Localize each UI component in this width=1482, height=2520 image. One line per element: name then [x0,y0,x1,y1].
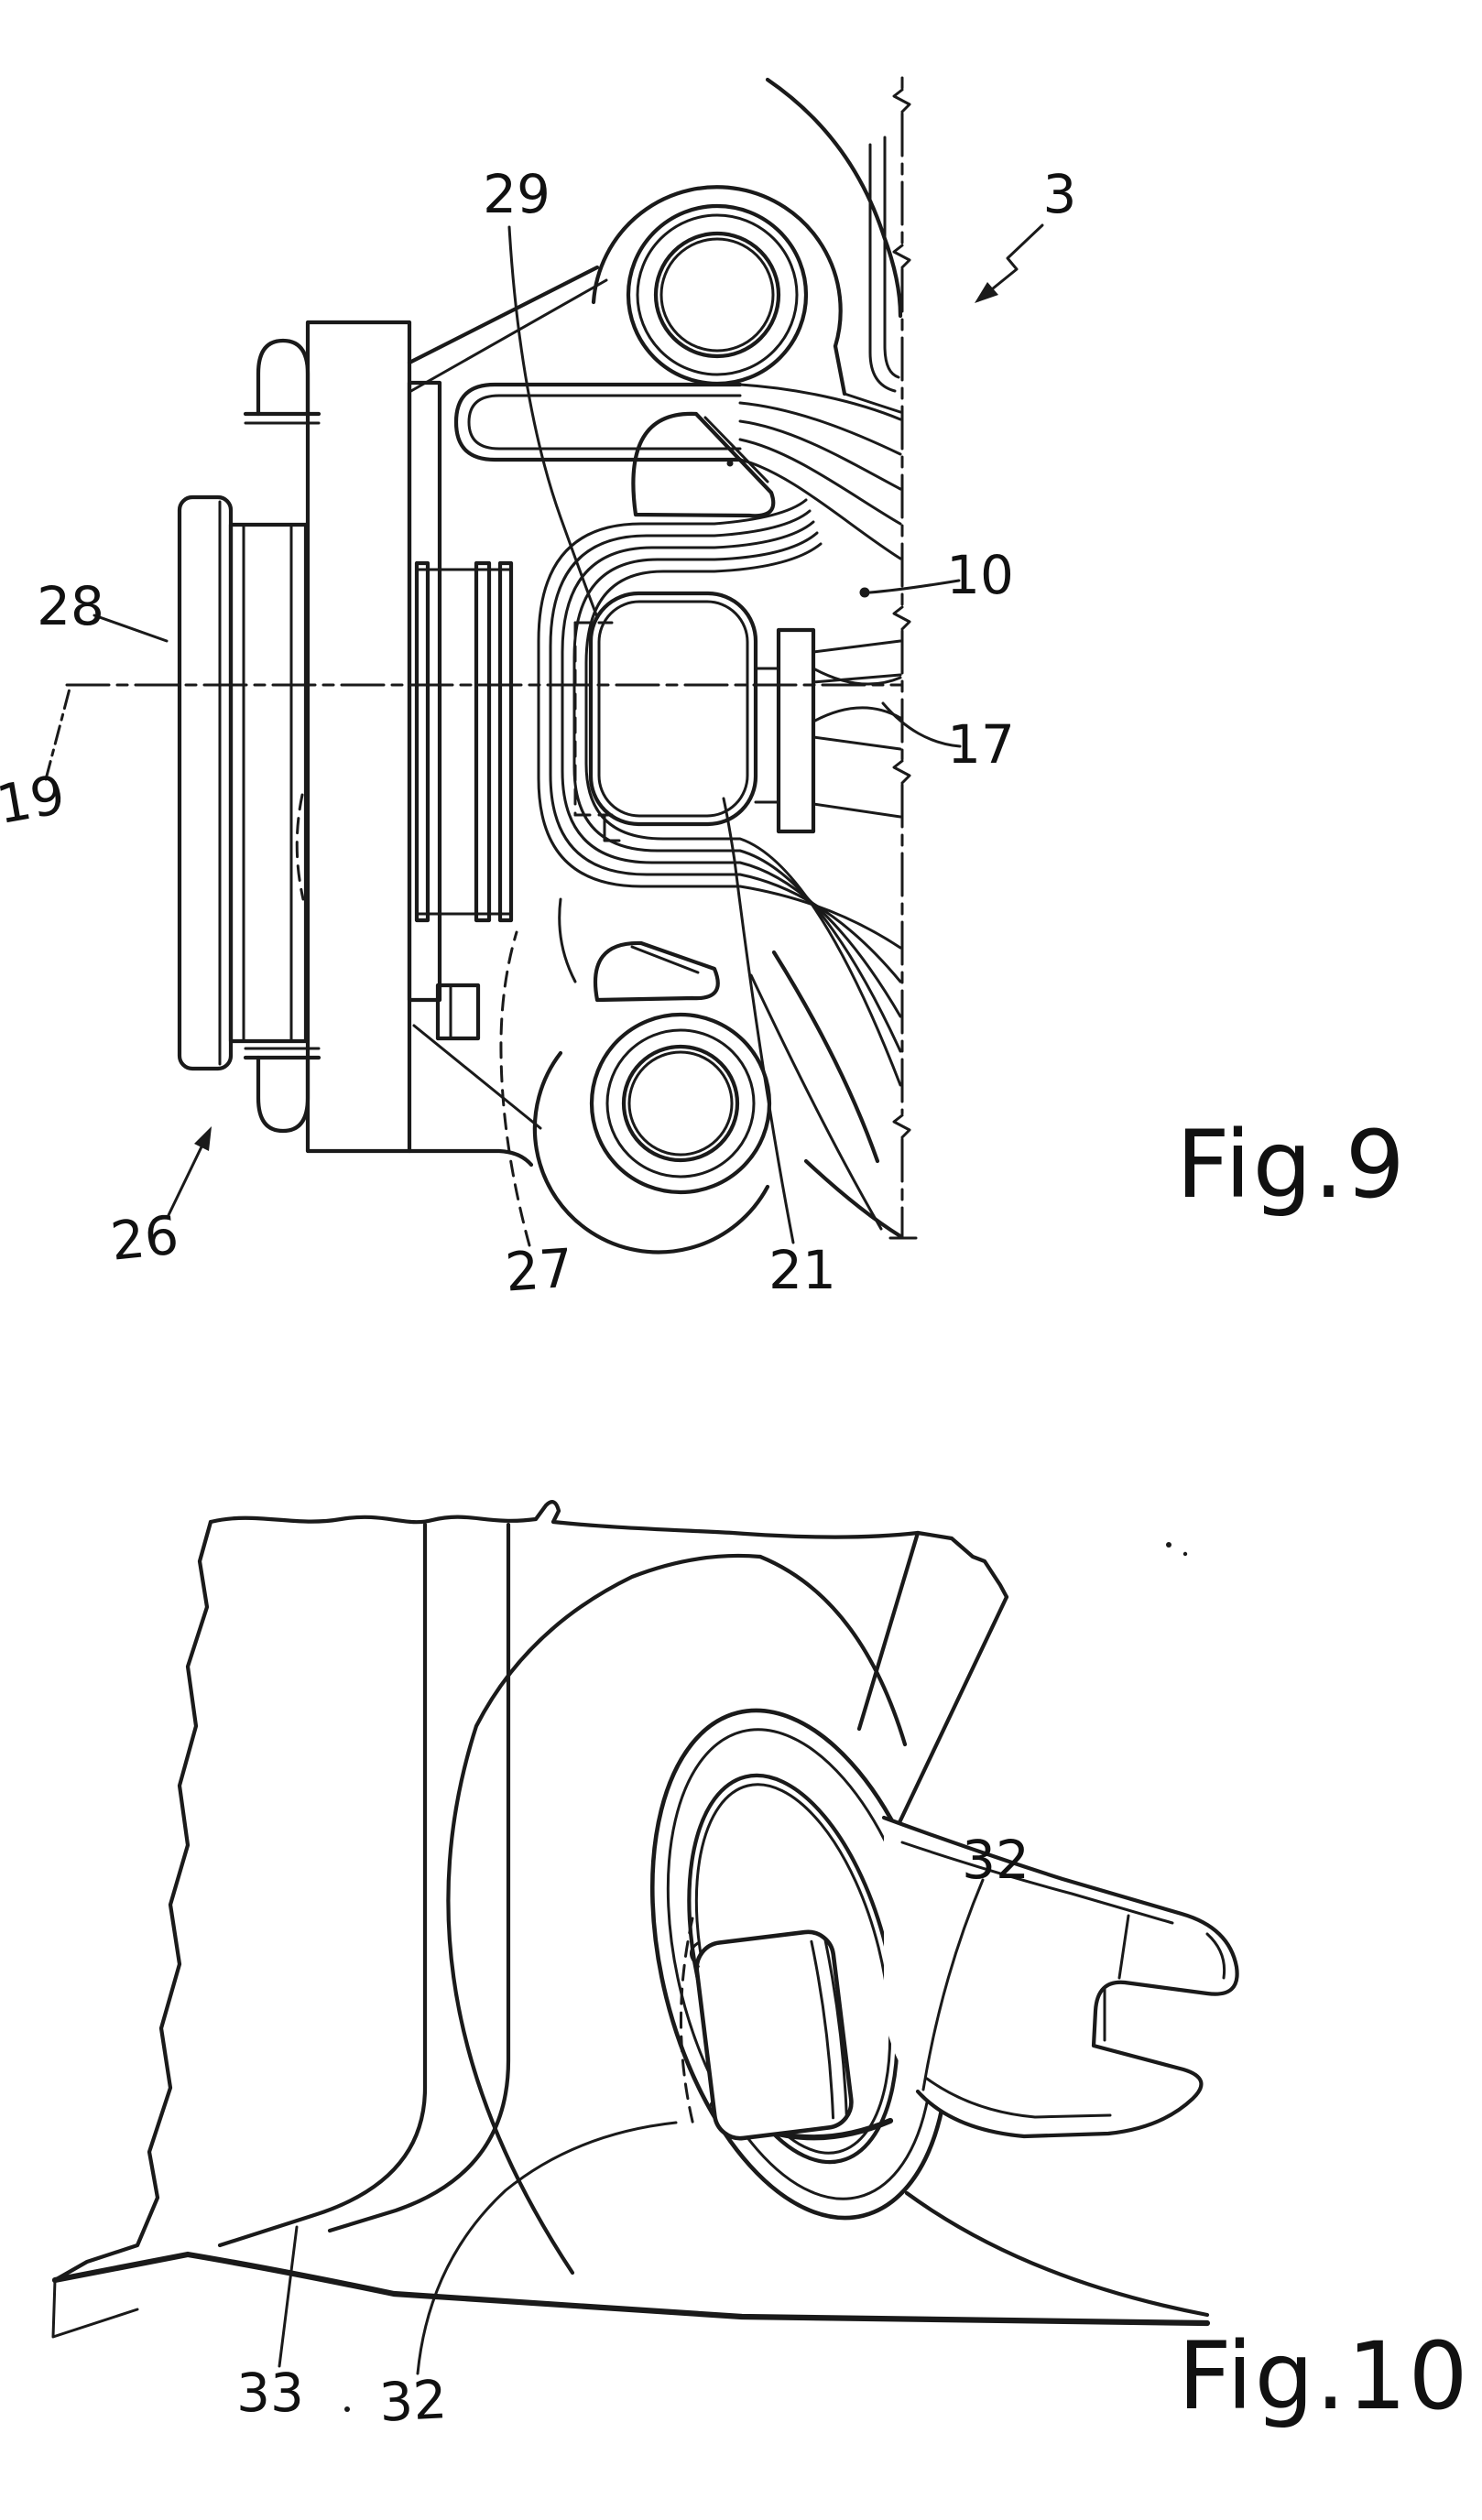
plug-hidden-edge [680,1917,696,2131]
upper-passage-walls [738,383,902,560]
bracket-foot [407,1148,534,1168]
slab-line-2 [327,1522,511,2233]
rib-edge-2 [890,1594,1009,1839]
break-squiggles [888,88,918,1240]
lower-right-outline [749,950,903,1239]
fig9-caption: Fig.9 [1176,1111,1407,1220]
step-plate [407,380,442,1003]
label-26: 26 [108,1203,182,1272]
block-top-edge [208,1500,921,1539]
label-17: 17 [947,713,1015,776]
fig10-leaders [278,1878,985,2375]
intake-channel-walls [537,498,902,1087]
bottom-gusset [412,1024,542,1130]
leader-10 [859,579,961,598]
leader-32-bottom [416,2121,678,2375]
end-cap-plate [177,494,234,1071]
end-plate [776,627,816,834]
speck-1 [1166,1542,1171,1548]
bottom-ear-lobe [532,1050,770,1255]
label-29: 29 [483,163,550,225]
speck-3 [344,2406,350,2412]
leader-17 [881,701,962,748]
label-3: 3 [1043,163,1077,225]
top-bolt [243,338,321,425]
bottom-bolt [243,1047,321,1134]
leader-32-right [921,1878,985,2091]
spacer-stack [414,560,514,923]
top-boss [407,185,847,396]
bottom-pocket [593,940,720,1003]
leader-19 [44,687,71,781]
rib-edge-1 [856,1530,921,1732]
speck-2 [1182,1551,1188,1557]
hidden-arc-flange [295,793,305,901]
fig9-drawing: 29 3 10 17 28 19 26 27 21 Fig.9 [0,76,1407,1304]
torn-corner-band [856,1530,1009,1839]
top-ear-lobe [591,185,843,349]
label-32-bottom: 32 [377,2368,448,2434]
leader-3 [975,223,1044,303]
slab-line-1 [217,1522,428,2248]
top-pocket [631,411,776,518]
fig10-caption: Fig.10 [1178,2322,1470,2431]
boss-lower-fillet [904,2190,1210,2318]
label-10: 10 [946,544,1014,606]
upper-slot [453,382,743,462]
fig9-leaders [44,223,1044,1247]
gusset-line-1 [407,265,600,365]
leader-29 [507,225,599,619]
leader-26 [167,1126,212,1217]
label-27: 27 [503,1237,574,1304]
label-19: 19 [0,763,70,836]
shaft-assembly [754,627,902,834]
fig10-drawing: 32 33 32 Fig.10 [51,1500,1470,2434]
claw-detail-lines [900,1841,1226,2119]
second-plate [228,522,309,1044]
plug-ear [689,1940,701,1969]
upper-right-shell [765,77,903,414]
valve-insert [573,591,758,842]
main-plate [305,320,412,1154]
leader-33 [278,2225,299,2368]
bottom-boss [407,897,772,1255]
leader-21 [722,797,795,1244]
block-left-torn-edge [52,1519,213,2283]
label-32-right: 32 [962,1829,1030,1891]
plate-notch [435,983,481,1041]
label-28: 28 [37,575,104,637]
cylinder-silhouette [446,1553,763,2276]
block-bottom-edge [51,2251,1211,2327]
housing-block [51,1500,1211,2339]
cylinder-top-line [757,1554,908,1747]
pocket-speck [726,460,734,467]
gusset-line-2 [408,278,608,394]
clip-claw [881,1815,1239,2139]
label-33: 33 [236,2362,304,2424]
leader-28 [93,614,169,643]
label-21: 21 [768,1239,836,1301]
retaining-plug [689,1929,854,2141]
leader-27 [499,930,531,1247]
